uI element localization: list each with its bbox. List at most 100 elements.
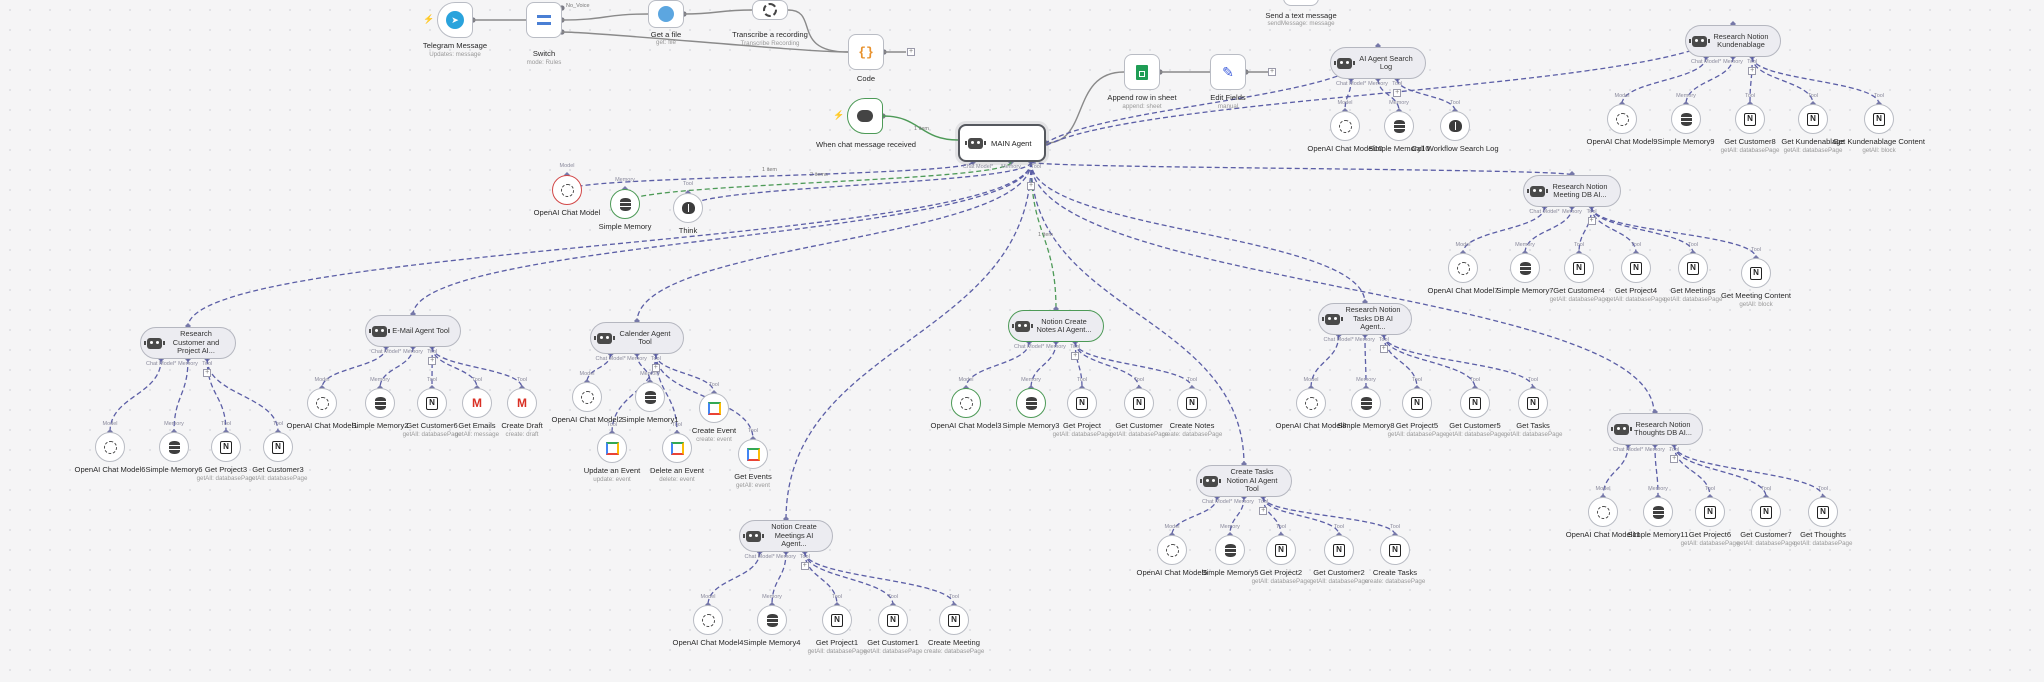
create_tasks-sub-0[interactable] <box>1157 535 1187 565</box>
calendar-sub-edge-2[interactable] <box>655 353 715 394</box>
tasks_db-sub-edge-1[interactable] <box>1364 334 1367 389</box>
notes-sub-edge-0[interactable] <box>965 341 1030 389</box>
create_tasks-sub-4[interactable]: N <box>1380 535 1410 565</box>
customer_project-agent-node[interactable]: Research Customer and Project AI... <box>140 327 236 359</box>
notes-sub-2[interactable]: N <box>1067 388 1097 418</box>
kunden-sub-edge-2[interactable] <box>1749 56 1753 105</box>
ai_search-sub-0[interactable] <box>1330 111 1360 141</box>
calendar-add-tool-button[interactable]: + <box>651 364 660 372</box>
main-think-node[interactable] <box>673 193 703 223</box>
calendar-sub-4[interactable] <box>662 433 692 463</box>
email-add-tool-button[interactable]: + <box>428 357 437 365</box>
edge-getfile-transcribe[interactable] <box>683 9 753 15</box>
meetings-sub-edge-4[interactable] <box>804 551 955 606</box>
kunden-sub-edge-3[interactable] <box>1751 56 1814 105</box>
kunden-sub-edge-1[interactable] <box>1685 56 1734 105</box>
meeting_db-sub-edge-1[interactable] <box>1524 206 1573 254</box>
thoughts-add-tool-button[interactable]: + <box>1670 455 1679 463</box>
edge-switch-code[interactable] <box>561 31 849 53</box>
thoughts-sub-2[interactable]: N <box>1695 497 1725 527</box>
notes-sub-3[interactable]: N <box>1124 388 1154 418</box>
email-sub-edge-3[interactable] <box>431 346 478 389</box>
kunden-sub-edge-4[interactable] <box>1751 56 1880 105</box>
create_tasks-agent-node[interactable]: Create Tasks Notion AI Agent Tool <box>1196 465 1292 497</box>
meetings-sub-3[interactable]: N <box>878 605 908 635</box>
switch-node[interactable] <box>526 2 562 38</box>
main-edge-customer_project[interactable] <box>187 161 1032 328</box>
meeting_db-add-tool-button[interactable]: + <box>1587 217 1596 225</box>
customer_project-sub-3[interactable]: N <box>263 432 293 462</box>
tasks_db-add-tool-button[interactable]: + <box>1379 345 1388 353</box>
tasks_db-sub-2[interactable]: N <box>1402 388 1432 418</box>
calendar-sub-0[interactable] <box>572 382 602 412</box>
main-edge-think[interactable] <box>687 161 1032 209</box>
thoughts-sub-edge-1[interactable] <box>1654 444 1659 498</box>
thoughts-sub-0[interactable] <box>1588 497 1618 527</box>
create_tasks-sub-edge-1[interactable] <box>1229 496 1245 536</box>
meetings-sub-edge-1[interactable] <box>771 551 787 606</box>
email-agent-node[interactable]: E-Mail Agent Tool <box>365 315 461 347</box>
meeting_db-sub-edge-3[interactable] <box>1590 206 1637 254</box>
meetings-sub-2[interactable]: N <box>822 605 852 635</box>
create_tasks-add-tool-button[interactable]: + <box>1259 507 1268 515</box>
create_tasks-sub-edge-0[interactable] <box>1171 496 1218 536</box>
notes-sub-edge-4[interactable] <box>1074 341 1193 389</box>
main-edge-create_tasks[interactable] <box>1030 161 1245 466</box>
meetings-sub-edge-3[interactable] <box>804 551 894 606</box>
email-sub-3[interactable]: M <box>462 388 492 418</box>
kunden-sub-1[interactable] <box>1671 104 1701 134</box>
customer_project-sub-edge-2[interactable] <box>206 358 227 433</box>
email-sub-1[interactable] <box>365 388 395 418</box>
meeting_db-sub-edge-0[interactable] <box>1462 206 1546 254</box>
customer_project-sub-edge-1[interactable] <box>173 358 189 433</box>
meetings-sub-4[interactable]: N <box>939 605 969 635</box>
tasks_db-sub-edge-3[interactable] <box>1383 334 1476 389</box>
meetings-agent-node[interactable]: Notion Create Meetings AI Agent... <box>739 520 833 552</box>
meeting_db-sub-edge-2[interactable] <box>1578 206 1593 254</box>
calendar-sub-1[interactable] <box>635 382 665 412</box>
tasks_db-sub-edge-4[interactable] <box>1383 334 1534 389</box>
meeting_db-agent-node[interactable]: Research Notion Meeting DB AI... <box>1523 175 1621 207</box>
meeting_db-sub-0[interactable] <box>1448 253 1478 283</box>
customer_project-sub-0[interactable] <box>95 432 125 462</box>
thoughts-sub-4[interactable]: N <box>1808 497 1838 527</box>
main-edge-notes[interactable] <box>1030 161 1057 311</box>
main-edge-tasks_db[interactable] <box>1030 161 1366 304</box>
customer_project-sub-edge-0[interactable] <box>109 358 162 433</box>
main-edge-meeting_db[interactable] <box>1030 161 1573 176</box>
thoughts-sub-edge-4[interactable] <box>1673 444 1824 498</box>
thoughts-sub-1[interactable] <box>1643 497 1673 527</box>
main-add-tool-button[interactable]: + <box>1027 182 1035 190</box>
meetings-add-tool-button[interactable]: + <box>800 562 809 570</box>
kunden-sub-2[interactable]: N <box>1735 104 1765 134</box>
meeting_db-sub-1[interactable] <box>1510 253 1540 283</box>
calendar-sub-5[interactable] <box>738 439 768 469</box>
edit-fields-node[interactable]: ✎ <box>1210 54 1246 90</box>
kunden-sub-edge-0[interactable] <box>1621 56 1707 105</box>
thoughts-agent-node[interactable]: Research Notion Thoughts DB AI... <box>1607 413 1703 445</box>
edge-switch-getfile[interactable] <box>561 13 649 21</box>
email-sub-edge-0[interactable] <box>321 346 387 389</box>
calendar-sub-2[interactable] <box>699 393 729 423</box>
edge-transcribe-code[interactable] <box>787 9 849 53</box>
customer_project-sub-1[interactable] <box>159 432 189 462</box>
main-agent-node[interactable]: MAIN Agent <box>958 124 1046 162</box>
main-edge-email[interactable] <box>412 161 1032 316</box>
notes-agent-node[interactable]: Notion Create Notes AI Agent... <box>1008 310 1104 342</box>
tasks_db-sub-0[interactable] <box>1296 388 1326 418</box>
ai_search-add-tool-button[interactable]: + <box>1393 89 1402 97</box>
notes-sub-edge-1[interactable] <box>1030 341 1057 389</box>
meetings-sub-1[interactable] <box>757 605 787 635</box>
kunden-sub-4[interactable]: N <box>1864 104 1894 134</box>
meetings-sub-edge-2[interactable] <box>804 551 838 606</box>
kunden-sub-3[interactable]: N <box>1798 104 1828 134</box>
meeting_db-sub-4[interactable]: N <box>1678 253 1708 283</box>
ai_search-sub-edge-0[interactable] <box>1344 78 1352 112</box>
notes-sub-1[interactable] <box>1016 388 1046 418</box>
ai_search-sub-edge-1[interactable] <box>1377 78 1400 112</box>
meeting_db-sub-2[interactable]: N <box>1564 253 1594 283</box>
customer_project-sub-2[interactable]: N <box>211 432 241 462</box>
get-file-node[interactable] <box>648 0 684 28</box>
calendar-agent-node[interactable]: Calender Agent Tool <box>590 322 684 354</box>
